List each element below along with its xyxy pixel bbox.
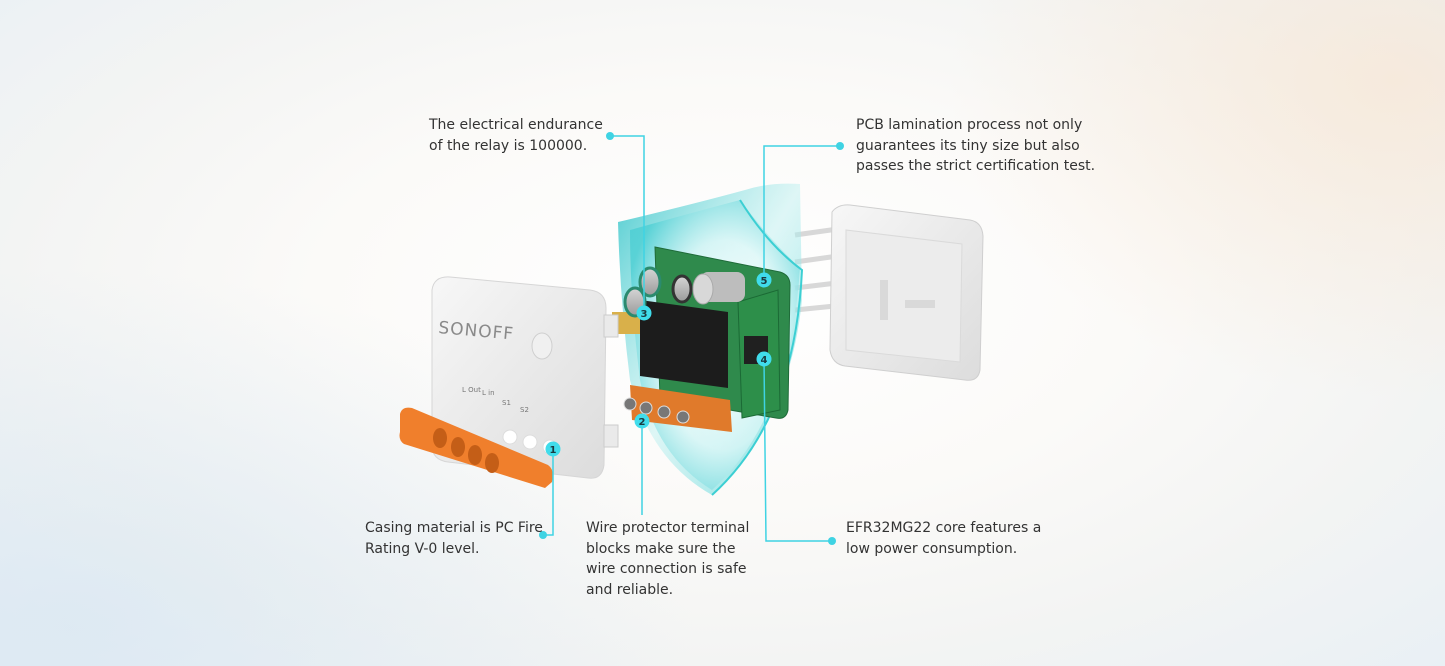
terminal-label: S2 xyxy=(520,406,529,414)
background-glow-warm xyxy=(945,0,1445,400)
brass-connector xyxy=(612,312,642,334)
terminal-label: S1 xyxy=(502,399,511,407)
terminal-label: L Out xyxy=(462,386,481,394)
caption-line: and reliable. xyxy=(586,581,674,598)
leader-dots xyxy=(539,132,844,545)
caption-line: passes the strict certification test. xyxy=(856,158,1096,174)
terminal-label: L in xyxy=(482,389,495,397)
callout-text-terminal: Wire protector terminal blocks make sure… xyxy=(586,518,749,600)
caption-line: Rating V-0 level. xyxy=(365,540,480,557)
callout-text-casing: Casing material is PC Fire Rating V-0 le… xyxy=(365,518,543,559)
callout-marker-1: 1 xyxy=(545,441,561,457)
terminal-block xyxy=(630,385,732,432)
caption-line: EFR32MG22 core features a xyxy=(846,520,1042,536)
caption-line: of the relay is 100000. xyxy=(429,137,588,154)
callout-marker-4: 4 xyxy=(756,351,772,367)
callout-marker-2: 2 xyxy=(634,413,650,429)
caption-line: Casing material is PC Fire xyxy=(365,520,543,536)
svg-text:2: 2 xyxy=(639,417,646,428)
caption-line: blocks make sure the xyxy=(586,540,736,557)
callout-text-core: EFR32MG22 core features a low power cons… xyxy=(846,518,1041,559)
relay xyxy=(640,300,728,388)
callout-marker-3: 3 xyxy=(636,305,652,321)
caption-line: The electrical endurance xyxy=(429,117,603,133)
caption-line: guarantees its tiny size but also xyxy=(856,137,1080,154)
caption-line: low power consumption. xyxy=(846,540,1018,557)
svg-text:5: 5 xyxy=(761,276,768,287)
pairing-button xyxy=(531,332,553,360)
callout-text-relay: The electrical endurance of the relay is… xyxy=(429,115,603,156)
caption-line: Wire protector terminal xyxy=(586,520,750,536)
back-cover xyxy=(794,204,984,381)
callout-marker-5: 5 xyxy=(756,272,772,288)
caption-line: wire connection is safe xyxy=(586,561,747,577)
caption-line: PCB lamination process not only xyxy=(856,117,1083,133)
callout-text-pcb: PCB lamination process not only guarante… xyxy=(856,115,1095,177)
front-casing: SONOFF L Out L in S1 S2 xyxy=(431,276,619,479)
svg-text:1: 1 xyxy=(550,445,557,456)
wire-protector-cover xyxy=(399,407,553,488)
svg-text:3: 3 xyxy=(641,309,648,320)
pcb-assembly xyxy=(612,246,791,432)
svg-text:4: 4 xyxy=(761,355,768,366)
leader-lines xyxy=(543,135,840,542)
